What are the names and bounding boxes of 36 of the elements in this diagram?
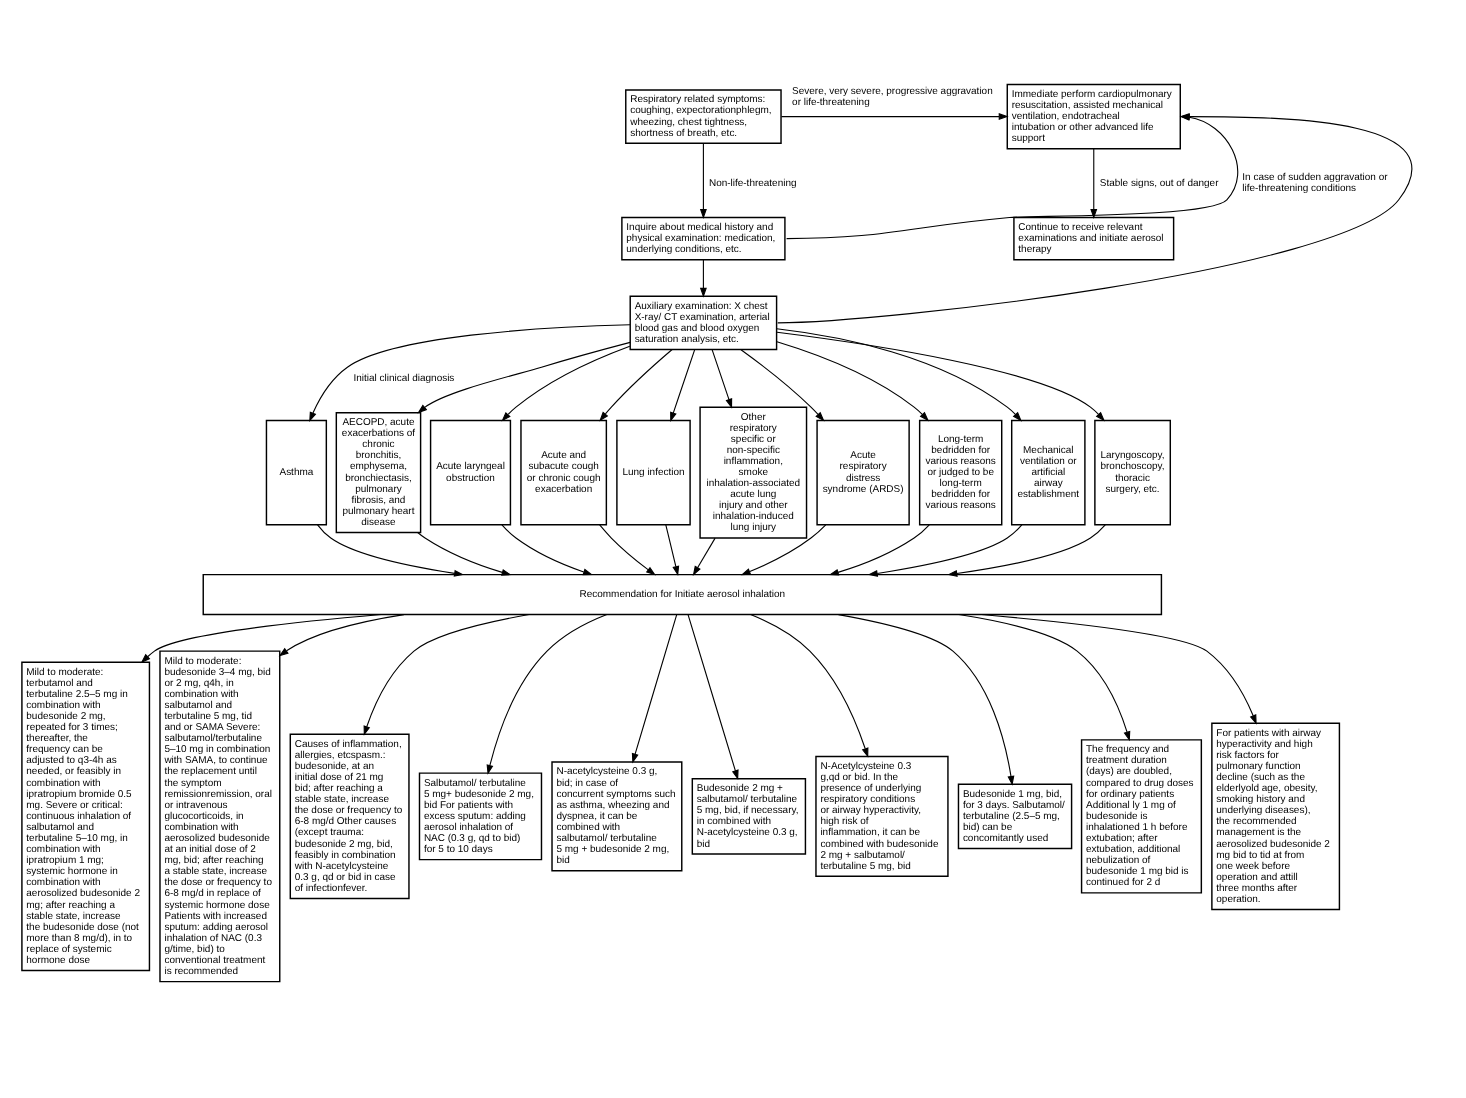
arrow bbox=[776, 331, 1106, 422]
arrow bbox=[980, 614, 1257, 725]
arrow bbox=[140, 614, 382, 664]
arrow bbox=[309, 324, 631, 422]
arrow bbox=[278, 614, 405, 657]
arrow bbox=[692, 537, 716, 576]
arrow bbox=[867, 524, 1023, 577]
arrow bbox=[631, 614, 678, 764]
arrow bbox=[363, 614, 530, 736]
arrow bbox=[599, 524, 656, 576]
arrow bbox=[780, 113, 1009, 121]
arrow bbox=[740, 349, 825, 422]
arrow bbox=[317, 524, 465, 577]
arrow bbox=[699, 259, 707, 298]
arrow bbox=[417, 341, 631, 414]
arrow bbox=[670, 349, 696, 422]
arrow bbox=[501, 524, 593, 576]
arrow bbox=[828, 524, 930, 576]
arrow bbox=[699, 142, 707, 220]
arrow bbox=[776, 328, 1022, 422]
arrow bbox=[958, 614, 1131, 742]
arrow bbox=[599, 348, 673, 422]
arrow bbox=[837, 614, 1015, 786]
arrow bbox=[777, 113, 1413, 324]
arrow bbox=[665, 524, 680, 576]
arrow bbox=[947, 524, 1106, 577]
arrow bbox=[786, 113, 1239, 240]
arrow bbox=[740, 524, 827, 576]
arrow bbox=[501, 345, 631, 422]
arrow bbox=[417, 531, 512, 576]
arrow bbox=[711, 349, 733, 409]
arrow bbox=[687, 614, 739, 780]
arrow bbox=[776, 341, 930, 422]
arrow bbox=[1090, 148, 1098, 220]
arrow bbox=[750, 614, 869, 758]
arrow bbox=[486, 614, 608, 775]
